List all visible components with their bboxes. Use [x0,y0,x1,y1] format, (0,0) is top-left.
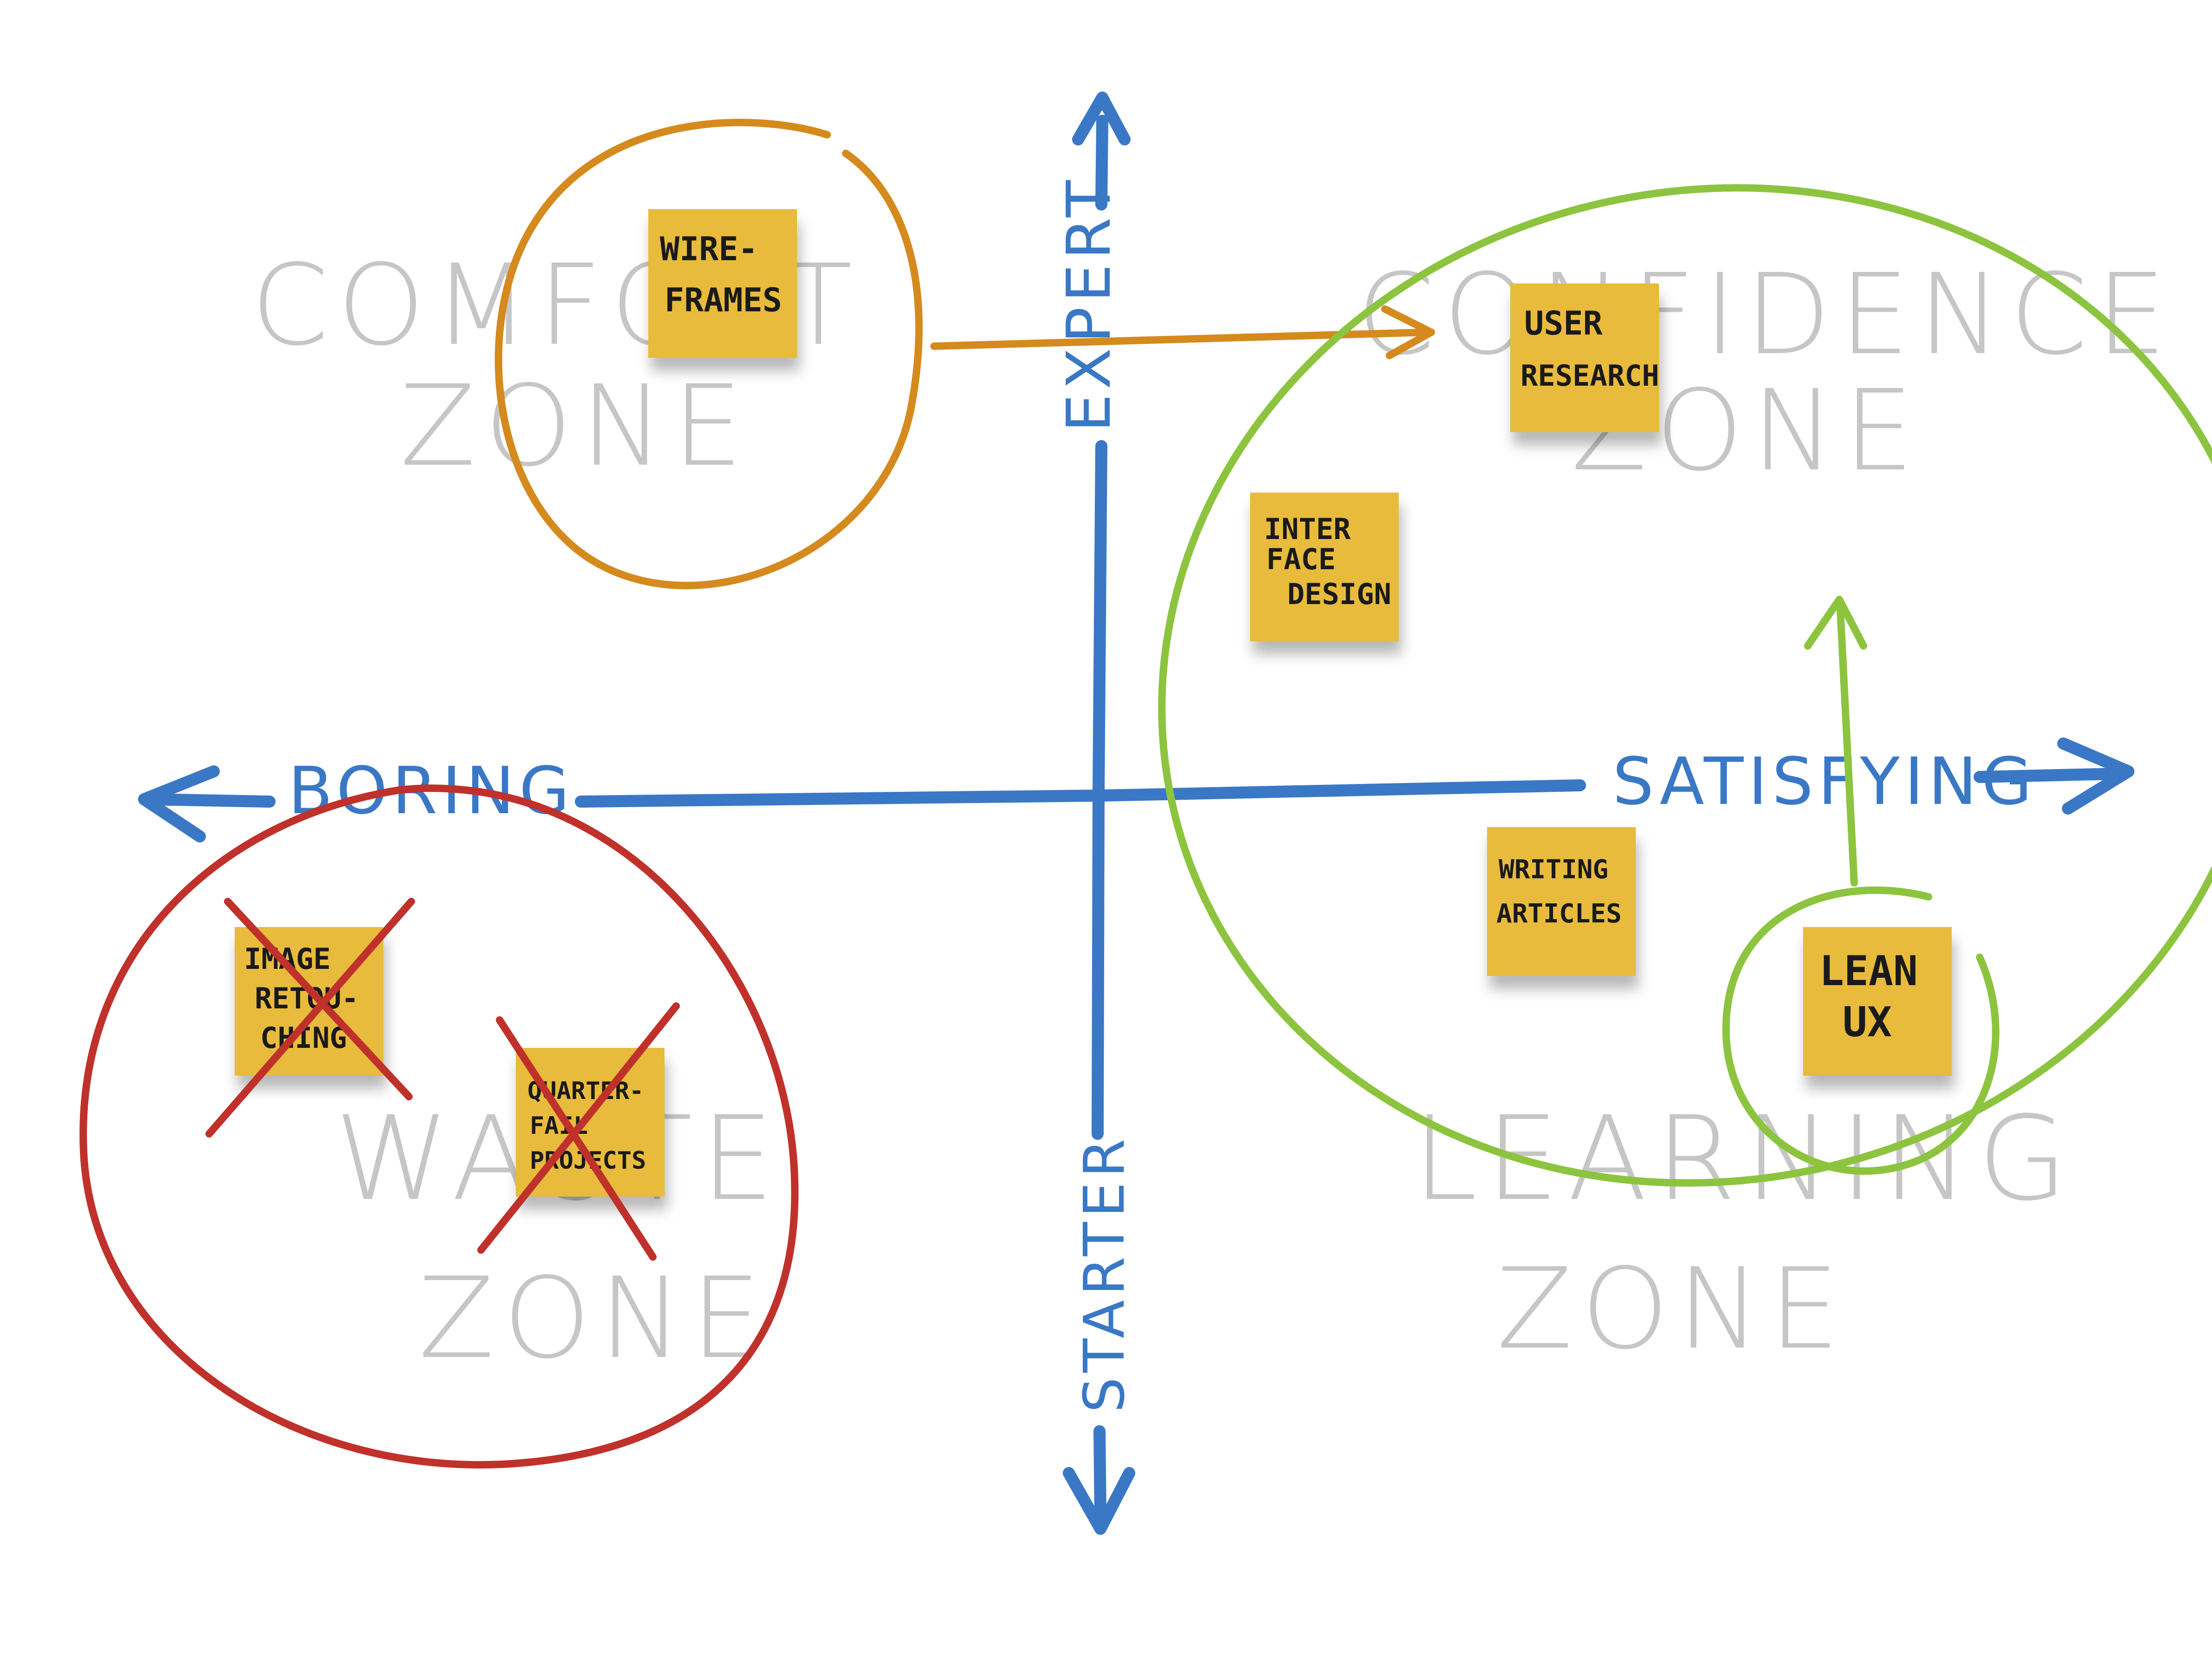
note-lean-ux-line2: UX [1843,998,1892,1046]
note-interface-design-line2: FACE [1266,542,1336,576]
arrow-green-shaft [1837,605,1858,887]
zone-circles [79,118,2212,1469]
axis-label-expert: EXPERT [1053,176,1124,432]
zone-waste-line2: ZONE [418,1253,770,1383]
note-wireframes-paper [648,209,797,358]
note-user-research[interactable]: USER RESEARCH [1510,283,1659,432]
horizontal-axis-left [143,793,276,808]
note-writing-articles-line2: ARTICLES [1496,899,1622,929]
axis-label-satisfying: SATISFYING [1613,744,2037,820]
horizontal-axis-main [575,779,1586,808]
note-user-research-line1: USER [1524,304,1603,342]
zone-confidence-line1: CONFIDENCE [1357,250,2175,380]
cross-image-retouching-a [224,898,413,1100]
note-lean-ux-line1: LEAN [1819,947,1918,995]
note-user-research-paper [1510,283,1659,432]
note-interface-design-line1: INTER [1264,512,1351,546]
left-arrowhead [138,765,220,842]
note-interface-design[interactable]: INTER FACE DESIGN [1250,493,1399,641]
note-writing-articles-line1: WRITING [1499,855,1608,885]
vertical-axis-bottom [1093,1425,1106,1521]
arrow-green-head [1804,596,1867,650]
circle-confidence-green [1158,184,2212,1187]
down-arrowhead [1063,1467,1135,1535]
right-arrowhead [2057,737,2134,815]
note-interface-design-paper [1250,493,1399,641]
axis-label-starter: STARTER [1073,1134,1137,1413]
zone-learning-line2: ZONE [1496,1244,1848,1374]
cross-quarter-fail-a [496,1016,657,1261]
note-wireframes-line1: WIRE- [660,230,758,268]
circle-comfort-orange [494,118,923,590]
arrow-orange-head [1381,305,1435,359]
vertical-axis-top [1095,115,1108,211]
note-image-retouching[interactable]: IMAGE RETOU- CHING [235,927,383,1076]
arrow-orange-shaft [930,329,1430,350]
note-writing-articles-paper [1487,827,1636,976]
up-arrowhead [1072,92,1131,145]
zone-label-learning: LEARNING ZONE [1413,1091,2067,1374]
axes [138,92,2134,1535]
note-interface-design-line3: DESIGN [1287,577,1391,611]
note-wireframes[interactable]: WIRE- FRAMES [648,209,797,358]
zone-comfort-line2: ZONE [400,361,751,491]
circle-lean-ux-green [1722,886,2000,1175]
circle-waste-red [79,784,799,1469]
note-wireframes-line2: FRAMES [665,281,782,319]
note-user-research-line2: RESEARCH [1521,359,1659,393]
note-lean-ux[interactable]: LEAN UX [1803,927,1952,1076]
cross-quarter-fail-b [477,1002,680,1254]
note-image-retouching-paper [235,927,383,1076]
note-writing-articles[interactable]: WRITING ARTICLES [1487,827,1636,976]
horizontal-axis-right [1974,768,2125,783]
cross-image-retouching-b [205,898,415,1138]
note-lean-ux-paper [1803,927,1952,1076]
cross-marks [205,898,680,1261]
zone-label-confidence: CONFIDENCE ZONE [1357,250,2175,496]
